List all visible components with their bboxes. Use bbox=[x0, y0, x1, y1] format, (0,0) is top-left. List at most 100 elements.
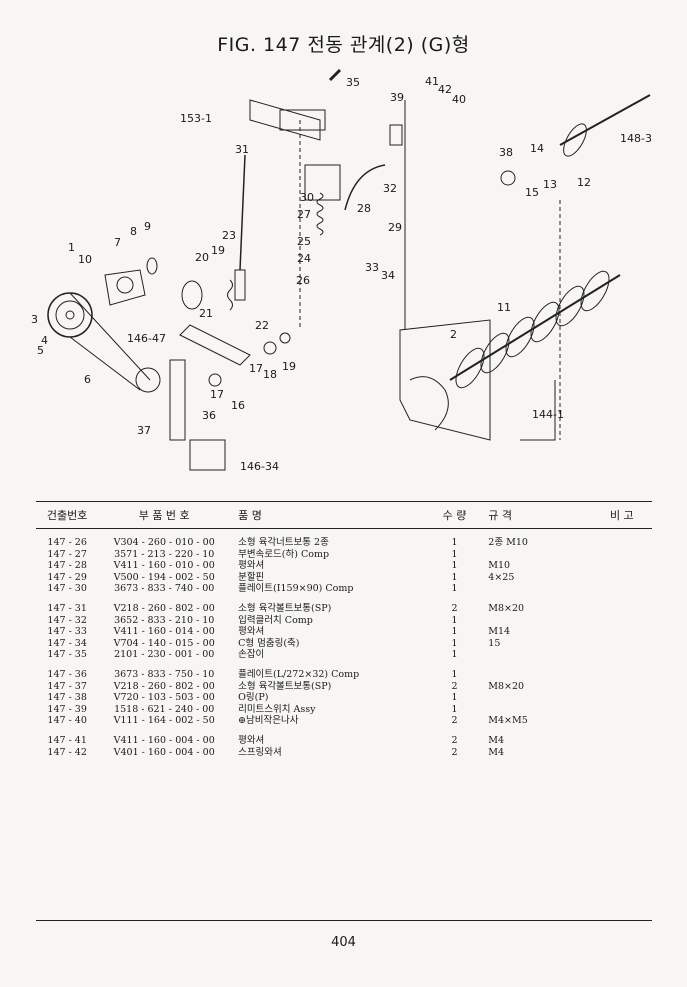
callout-label: 5 bbox=[37, 344, 44, 357]
cell-remarks bbox=[592, 692, 652, 704]
cell-part-no: 3571 - 213 - 220 - 10 bbox=[114, 548, 215, 560]
cell-quantity: 1 bbox=[451, 560, 458, 572]
cell-figure-no: 147 - 42 bbox=[47, 746, 87, 758]
cell-spec bbox=[476, 549, 591, 561]
cell-quantity: 1 bbox=[451, 626, 458, 638]
top-plate bbox=[249, 99, 321, 141]
callout-label: 13 bbox=[543, 178, 557, 191]
cell-part-no: V704 - 140 - 015 - 00 bbox=[113, 637, 215, 649]
pulley bbox=[47, 292, 93, 338]
cell-spec bbox=[476, 583, 591, 595]
group-spacer bbox=[36, 727, 652, 735]
bracket-plate bbox=[169, 359, 186, 441]
callout-label: 3 bbox=[31, 313, 38, 326]
callout-label: 14 bbox=[530, 142, 544, 155]
callout-label: 33 bbox=[365, 261, 379, 274]
callout-label: 144-1 bbox=[532, 408, 564, 421]
callout-label: 2 bbox=[450, 328, 457, 341]
cell-figure-no: 147 - 32 bbox=[47, 614, 87, 626]
cell-figure-no: 147 - 39 bbox=[47, 703, 87, 715]
cell-quantity: 1 bbox=[451, 614, 458, 626]
callout-label: 30 bbox=[300, 191, 314, 204]
callout-label: 22 bbox=[255, 319, 269, 332]
callout-label: 11 bbox=[497, 301, 511, 314]
cell-figure-no: 147 - 36 bbox=[47, 668, 87, 680]
cell-remarks bbox=[592, 638, 652, 650]
callout-label: 15 bbox=[525, 186, 539, 199]
callout-label: 7 bbox=[114, 236, 121, 249]
cell-part-name: 소형 육각볼트보통(SP) bbox=[238, 602, 332, 614]
cell-part-no: V720 - 103 - 503 - 00 bbox=[113, 692, 215, 704]
cell-quantity: 1 bbox=[451, 703, 458, 715]
cell-figure-no: 147 - 30 bbox=[47, 583, 87, 595]
cell-part-no: 2101 - 230 - 001 - 00 bbox=[114, 649, 215, 661]
o-ring bbox=[500, 170, 516, 186]
spring-column bbox=[316, 192, 324, 236]
callout-label: 18 bbox=[263, 368, 277, 381]
callout-label: 37 bbox=[137, 424, 151, 437]
cell-part-no: 1518 - 621 - 240 - 00 bbox=[114, 703, 215, 715]
cell-part-name: 플레이트(I159×90) Comp bbox=[238, 583, 354, 595]
shift-rod bbox=[239, 154, 246, 271]
cell-remarks bbox=[592, 560, 652, 572]
cell-spec bbox=[476, 615, 591, 627]
callout-label: 17 bbox=[210, 388, 224, 401]
callout-label: 36 bbox=[202, 409, 216, 422]
cell-part-name: 평와셔 bbox=[238, 734, 265, 746]
plate-comp bbox=[304, 164, 341, 201]
cell-remarks bbox=[592, 583, 652, 595]
cell-part-name: 부변속로드(하) Comp bbox=[238, 548, 330, 560]
page-number: 404 bbox=[331, 935, 356, 950]
cell-part-name: 플레이트(L/272×32) Comp bbox=[238, 668, 360, 680]
callout-label: 40 bbox=[452, 93, 466, 106]
cell-remarks bbox=[592, 649, 652, 661]
callout-label: 146-34 bbox=[240, 460, 279, 473]
cell-part-no: 3673 - 833 - 740 - 00 bbox=[114, 583, 215, 595]
group-spacer bbox=[36, 595, 652, 603]
callout-label: 19 bbox=[211, 244, 225, 257]
callout-label: 8 bbox=[130, 225, 137, 238]
cell-part-name: 입력클러치 Comp bbox=[238, 614, 313, 626]
cell-quantity: 2 bbox=[451, 602, 458, 614]
cell-part-no: V411 - 160 - 014 - 00 bbox=[113, 626, 215, 638]
cell-remarks bbox=[592, 747, 652, 759]
callout-label: 32 bbox=[383, 182, 397, 195]
cell-remarks bbox=[592, 572, 652, 584]
callout-label: 16 bbox=[231, 399, 245, 412]
limit-switch bbox=[389, 124, 403, 146]
cell-remarks bbox=[592, 603, 652, 615]
cell-quantity: 1 bbox=[451, 668, 458, 680]
callout-label: 25 bbox=[297, 235, 311, 248]
cell-part-name: 스프링와셔 bbox=[238, 746, 282, 758]
callout-label: 17 bbox=[249, 362, 263, 375]
cell-quantity: 1 bbox=[451, 571, 458, 583]
callout-label: 4 bbox=[41, 334, 48, 347]
cell-figure-no: 147 - 37 bbox=[47, 680, 87, 692]
callout-label: 1 bbox=[68, 241, 75, 254]
cell-remarks bbox=[592, 704, 652, 716]
cell-part-no: V111 - 164 - 002 - 50 bbox=[113, 715, 215, 727]
col-header-remarks: 비 고 bbox=[591, 501, 652, 529]
handle bbox=[328, 68, 342, 82]
callout-label: 20 bbox=[195, 251, 209, 264]
cell-remarks bbox=[592, 549, 652, 561]
cell-part-name: ⊕남비작은나사 bbox=[238, 715, 299, 727]
cell-figure-no: 147 - 40 bbox=[47, 715, 87, 727]
cell-remarks bbox=[592, 626, 652, 638]
cell-spec: M8×20 bbox=[488, 680, 525, 692]
callout-label: 23 bbox=[222, 229, 236, 242]
cell-part-name: 리미트스위치 Assy bbox=[238, 703, 316, 715]
cell-remarks bbox=[592, 715, 652, 727]
callout-label: 19 bbox=[282, 360, 296, 373]
callout-label: 26 bbox=[296, 274, 310, 287]
col-header-part-no: 부 품 번 호 bbox=[98, 501, 231, 529]
